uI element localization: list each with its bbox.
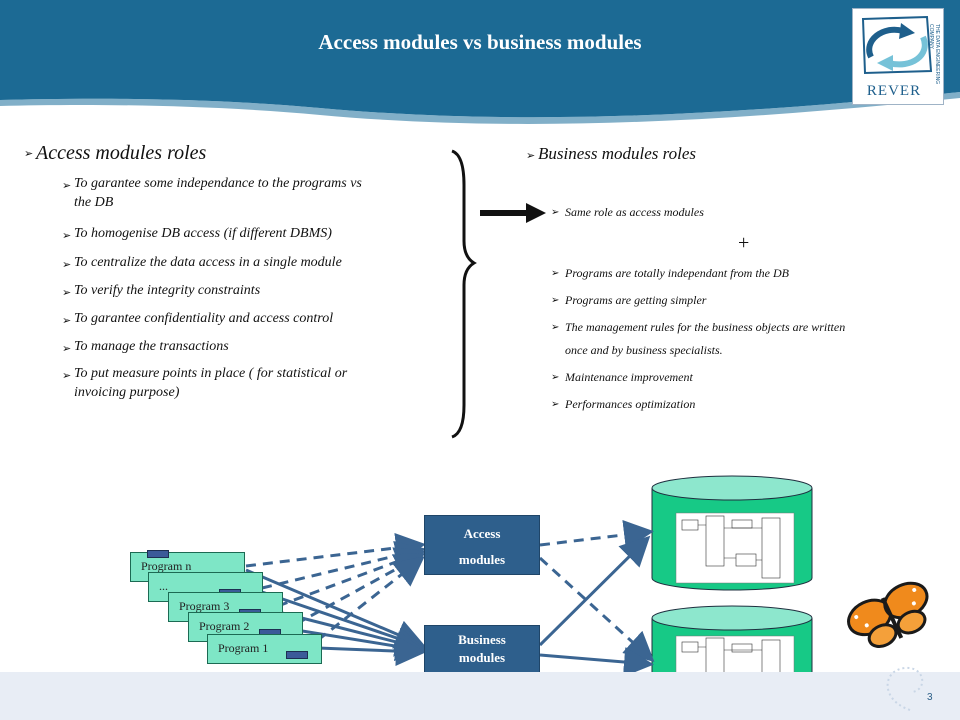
bullet-arrow-icon: ➢ bbox=[62, 286, 72, 299]
logo-emblem-icon bbox=[861, 15, 933, 75]
bullet-arrow-icon: ➢ bbox=[551, 268, 560, 279]
bullet-arrow-icon: ➢ bbox=[526, 149, 536, 162]
right-item: Maintenance improvement bbox=[565, 370, 693, 384]
database-cylinder-top bbox=[651, 475, 813, 591]
brace-arrow-graphic bbox=[451, 149, 546, 439]
header-banner bbox=[0, 0, 960, 124]
access-modules-line1: Access bbox=[463, 526, 501, 541]
bullet-arrow-icon: ➢ bbox=[551, 207, 560, 218]
bullet-arrow-icon: ➢ bbox=[24, 147, 34, 160]
left-item: the DB bbox=[74, 195, 114, 210]
right-first-item: Same role as access modules bbox=[565, 205, 704, 219]
left-item: To manage the transactions bbox=[74, 339, 229, 354]
access-modules-box: Access modules bbox=[424, 515, 540, 575]
left-item: invoicing purpose) bbox=[74, 385, 180, 400]
business-modules-line1: Business bbox=[458, 632, 506, 647]
program-chip-icon bbox=[147, 550, 169, 558]
company-logo: REVER THE DATA ENGINEERING COMPANY bbox=[852, 8, 944, 105]
bullet-arrow-icon: ➢ bbox=[551, 399, 560, 410]
right-item: Programs are totally independant from th… bbox=[565, 266, 789, 280]
butterfly-icon bbox=[847, 581, 929, 648]
right-section-title: Business modules roles bbox=[538, 144, 697, 163]
left-item: To homogenise DB access (if different DB… bbox=[74, 226, 332, 241]
plus-sign: + bbox=[738, 232, 750, 254]
program-chip-icon bbox=[286, 651, 308, 659]
bullet-arrow-icon: ➢ bbox=[62, 342, 72, 355]
business-modules-line2: modules bbox=[458, 650, 506, 665]
program-label: Program 2 bbox=[199, 619, 250, 633]
bullet-arrow-icon: ➢ bbox=[62, 314, 72, 327]
right-item: Programs are getting simpler bbox=[565, 293, 707, 307]
bullet-arrow-icon: ➢ bbox=[62, 179, 72, 192]
bullet-arrow-icon: ➢ bbox=[551, 295, 560, 306]
bullet-arrow-icon: ➢ bbox=[62, 369, 72, 382]
page-title: Access modules vs business modules bbox=[318, 30, 642, 54]
program-label: Program 3 bbox=[179, 599, 230, 613]
left-section-title: Access modules roles bbox=[36, 142, 207, 164]
right-item: once and by business specialists. bbox=[565, 343, 723, 357]
program-label: Program 1 bbox=[218, 641, 269, 655]
footer-swirl-icon bbox=[886, 666, 924, 711]
right-item: The management rules for the business ob… bbox=[565, 320, 846, 334]
program-label: ... bbox=[159, 579, 168, 593]
logo-text: REVER bbox=[866, 83, 922, 99]
bullet-arrow-icon: ➢ bbox=[551, 372, 560, 383]
footer-band bbox=[0, 672, 960, 720]
right-item: Performances optimization bbox=[565, 397, 696, 411]
left-item: To garantee confidentiality and access c… bbox=[74, 311, 334, 326]
bullet-arrow-icon: ➢ bbox=[551, 322, 560, 333]
bullet-arrow-icon: ➢ bbox=[62, 258, 72, 271]
left-item: To garantee some independance to the pro… bbox=[74, 176, 362, 191]
logo-subtitle: THE DATA ENGINEERING COMPANY bbox=[928, 24, 940, 85]
left-item: To centralize the data access in a singl… bbox=[74, 255, 342, 270]
page-number: 3 bbox=[927, 692, 933, 703]
left-item: To verify the integrity constraints bbox=[74, 283, 261, 298]
business-modules-box: Business modules bbox=[424, 625, 540, 675]
left-item: To put measure points in place ( for sta… bbox=[74, 366, 348, 381]
program-card: Program 1 bbox=[207, 634, 322, 664]
bullet-arrow-icon: ➢ bbox=[62, 229, 72, 242]
program-label: Program n bbox=[141, 559, 192, 573]
access-modules-line2: modules bbox=[458, 552, 506, 567]
